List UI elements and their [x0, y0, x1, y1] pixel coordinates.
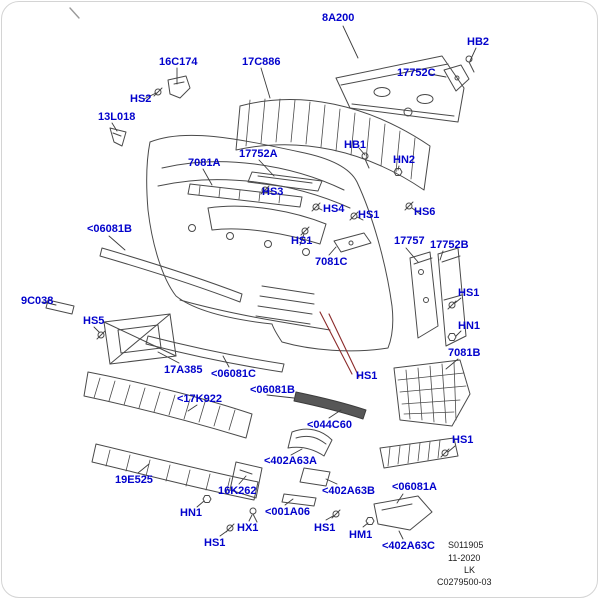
part-label-7081a: 7081A	[188, 157, 221, 169]
part-label-16c174: 16C174	[159, 56, 198, 68]
side-bracket-17752b-drawing	[409, 247, 467, 347]
part-label-17752b: 17752B	[430, 239, 469, 251]
corner-mark	[69, 7, 80, 19]
upper-trim-drawing	[187, 183, 303, 208]
part-label-17c886: 17C886	[242, 56, 281, 68]
part-label-06081c: <06081C	[211, 368, 256, 380]
fastener-label-hs6: HS6	[414, 206, 436, 218]
grille-mesh-7081b-drawing	[393, 359, 471, 427]
lower-trim-drawing	[91, 443, 263, 501]
fastener-label-hb2: HB2	[467, 36, 490, 48]
footer-code: LK	[464, 565, 476, 575]
fastener-label-hs1-6: HS1	[204, 537, 226, 549]
fastener-label-hs3: HS3	[262, 186, 284, 198]
reinforcement-beam-drawing	[335, 55, 470, 123]
part-label-06081b-1: <06081B	[87, 223, 132, 235]
part-label-17757: 17757	[394, 235, 425, 247]
part-label-16k262: 16K262	[218, 485, 257, 497]
bottom-center-parts-drawing	[281, 428, 333, 507]
part-label-17a385: 17A385	[164, 364, 203, 376]
license-plate-bracket-drawing	[45, 299, 177, 365]
footer-date: 11-2020	[448, 553, 481, 563]
fastener-label-hn2: HN2	[393, 154, 416, 166]
fastener-label-hs1-3: HS1	[458, 287, 480, 299]
part-label-06081b-2: <06081B	[250, 384, 295, 396]
part-label-402a63c: <402A63C	[382, 540, 435, 552]
fastener-label-hn1-1: HN1	[458, 320, 481, 332]
part-label-17k922: <17K922	[177, 393, 222, 405]
part-label-402a63b: <402A63B	[322, 485, 375, 497]
fastener-label-hb1: HB1	[344, 139, 367, 151]
part-label-001a06: <001A06	[265, 506, 310, 518]
part-label-8a200: 8A200	[322, 12, 355, 24]
skid-plate-drawing	[83, 371, 253, 439]
part-label-9c038: 9C038	[21, 295, 54, 307]
part-label-17752c: 17752C	[397, 67, 436, 79]
part-label-7081b: 7081B	[448, 347, 481, 359]
fastener-label-hx1: HX1	[237, 522, 259, 534]
fastener-label-hs1-2: HS1	[291, 235, 313, 247]
fastener-label-hn1-2: HN1	[180, 507, 203, 519]
left-brackets-drawing	[109, 75, 191, 147]
fastener-label-hs1-4: HS1	[356, 370, 378, 382]
footer-drawing-number: C0279500-03	[437, 577, 492, 587]
bracket-17752a-drawing	[247, 171, 323, 192]
part-label-13l018: 13L018	[98, 111, 136, 123]
bumper-cover-drawing	[146, 134, 394, 352]
fastener-label-hm1: HM1	[349, 529, 373, 541]
bracket-7081c-drawing	[333, 232, 372, 253]
part-label-402a63a: <402A63A	[264, 455, 317, 467]
fastener-label-hs4: HS4	[323, 203, 345, 215]
footer-doc-number: S011905	[448, 540, 484, 550]
part-label-7081c: 7081C	[315, 256, 348, 268]
highlight-leader-lines	[319, 311, 360, 378]
fastener-label-hs2: HS2	[130, 93, 152, 105]
part-label-17752a: 17752A	[239, 148, 278, 160]
part-label-06081a: <06081A	[392, 481, 437, 493]
part-label-19e525: 19E525	[115, 474, 153, 486]
fastener-label-hs1-1: HS1	[358, 209, 380, 221]
fastener-label-hs1-7: HS1	[314, 522, 336, 534]
trim-strips-drawing	[99, 247, 367, 420]
part-label-044c60: <044C60	[307, 419, 352, 431]
fastener-icons	[96, 55, 475, 533]
lower-mesh-strip-drawing	[373, 437, 459, 531]
fastener-label-hs1-5: HS1	[452, 434, 474, 446]
leader-lines	[42, 25, 477, 540]
fastener-label-hs5: HS5	[83, 315, 105, 327]
